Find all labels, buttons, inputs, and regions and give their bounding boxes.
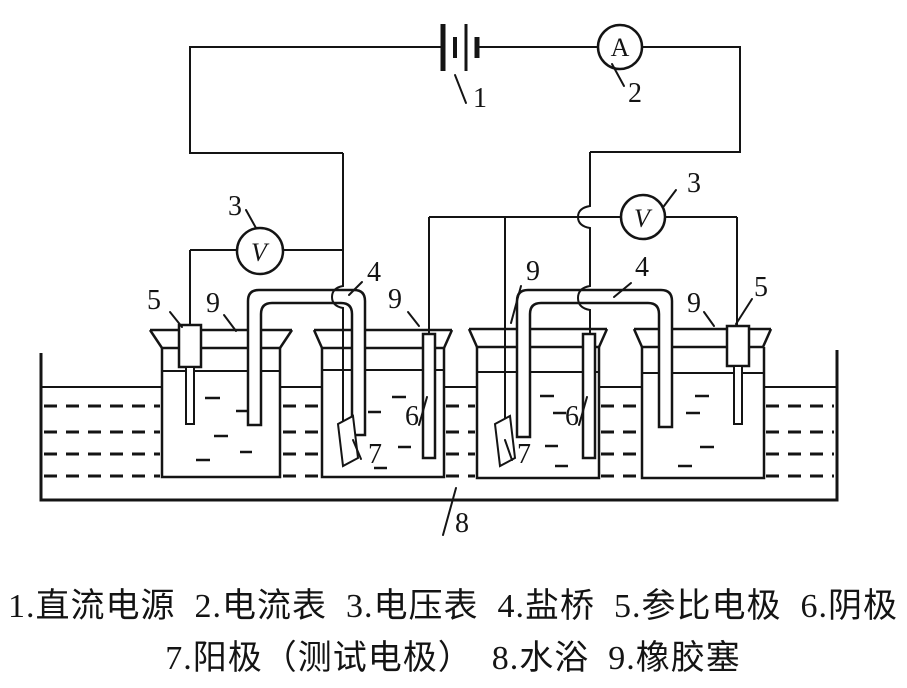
beaker-1-stopper (148, 328, 294, 350)
leader-5-right (735, 298, 753, 325)
beaker-2-stopper (312, 328, 454, 350)
callout-2-ammeter: 2 (628, 78, 642, 109)
beaker-2-solution-dashes (368, 395, 411, 470)
reference-electrode-1-rod (185, 366, 195, 425)
leader-6-left (418, 396, 428, 426)
leader-5-left (169, 311, 183, 328)
cathode-electrode-1 (421, 332, 437, 460)
wire-to-cathode-2 (576, 152, 591, 334)
leader-6-right (578, 396, 588, 426)
test-electrode-1 (336, 414, 360, 468)
callout-8-water-bath: 8 (455, 508, 469, 539)
beaker-3-solution-dashes (540, 394, 568, 468)
callout-5-reference-2: 5 (754, 272, 768, 303)
ammeter-letter: A (611, 33, 630, 62)
callout-6-cathode-2: 6 (565, 401, 579, 432)
beaker-2-stopper-fill (314, 330, 452, 348)
leader-3-right (663, 189, 677, 207)
beaker-4-stopper (632, 327, 773, 349)
reference-electrode-1-body (177, 323, 203, 369)
callout-7-anode-1: 7 (368, 439, 382, 470)
wires (189, 46, 741, 423)
salt-bridge-2 (515, 288, 674, 439)
beaker-4-walls (640, 347, 766, 480)
callout-5-reference-1: 5 (147, 285, 161, 316)
beaker-4-stopper-fill (634, 329, 771, 347)
caption: 1.直流电源 2.电流表 3.电压表 4.盐桥 5.参比电极 6.阴极 7.阳极… (8, 587, 898, 677)
leader-7-right (504, 439, 513, 461)
beaker-1-solution-dashes (196, 396, 252, 462)
reference-electrode-2-body (725, 324, 751, 368)
water-bath-walls (39, 350, 839, 502)
reference-electrode-2-rod (733, 365, 743, 425)
caption-line-2: 7.阳极（测试电极） 8.水浴 9.橡胶塞 (165, 639, 741, 677)
voltmeter-right-circle (619, 193, 667, 241)
beaker-4 (632, 327, 773, 480)
callouts: 1 2 3 3 4 4 5 5 6 6 7 7 8 9 9 9 9 (147, 63, 768, 539)
leader-3-left (245, 209, 257, 229)
callout-9-stopper-1: 9 (206, 288, 220, 319)
beaker-3-stopper (467, 327, 609, 349)
leader-1 (454, 74, 467, 104)
leader-4-right (613, 282, 632, 298)
leader-9-d (703, 311, 715, 327)
leader-9-a (223, 314, 237, 332)
water-bath (39, 350, 839, 502)
voltmeter-left-letter: V (251, 238, 270, 267)
callout-4-salt-bridge-2: 4 (635, 252, 649, 283)
beaker-4-solution-dashes (678, 394, 714, 468)
leader-2 (611, 63, 625, 87)
beaker-1 (148, 328, 294, 479)
callout-9-stopper-3: 9 (526, 256, 540, 287)
leader-4-left (348, 281, 363, 296)
callout-7-anode-2: 7 (517, 439, 531, 470)
wire-battery-left (189, 46, 441, 154)
voltmeter-left-circle (235, 226, 285, 276)
leader-8 (442, 487, 457, 536)
ammeter: A (596, 23, 644, 71)
beaker-3-body (477, 347, 599, 478)
leader-7-left (352, 439, 362, 460)
callout-3-voltmeter-left: 3 (228, 191, 242, 222)
cathode-electrode-2 (581, 332, 597, 460)
battery (440, 24, 480, 71)
wire-to-anode-1 (330, 153, 344, 423)
callout-4-salt-bridge-1: 4 (367, 257, 381, 288)
voltmeter-right-letter: V (634, 204, 653, 233)
leader-9-c (510, 285, 522, 324)
callout-9-stopper-4: 9 (687, 288, 701, 319)
electrodes (177, 323, 751, 468)
callout-1-battery: 1 (473, 83, 487, 114)
caption-line-1: 1.直流电源 2.电流表 3.电压表 4.盐桥 5.参比电极 6.阴极 (8, 587, 898, 625)
callout-6-cathode-1: 6 (405, 401, 419, 432)
beaker-1-stopper-fill (150, 330, 292, 348)
ammeter-circle (596, 23, 644, 71)
beaker-3-stopper-fill (469, 329, 607, 347)
callout-9-stopper-2: 9 (388, 284, 402, 315)
beaker-1-walls (160, 348, 282, 479)
leader-9-b (407, 311, 420, 327)
beaker-2-walls (320, 348, 446, 479)
beaker-3 (467, 327, 609, 480)
callout-3-voltmeter-right: 3 (687, 168, 701, 199)
beaker-3-walls (475, 347, 601, 480)
voltmeter-right: V (619, 193, 667, 241)
voltmeter-left: V (235, 226, 285, 276)
